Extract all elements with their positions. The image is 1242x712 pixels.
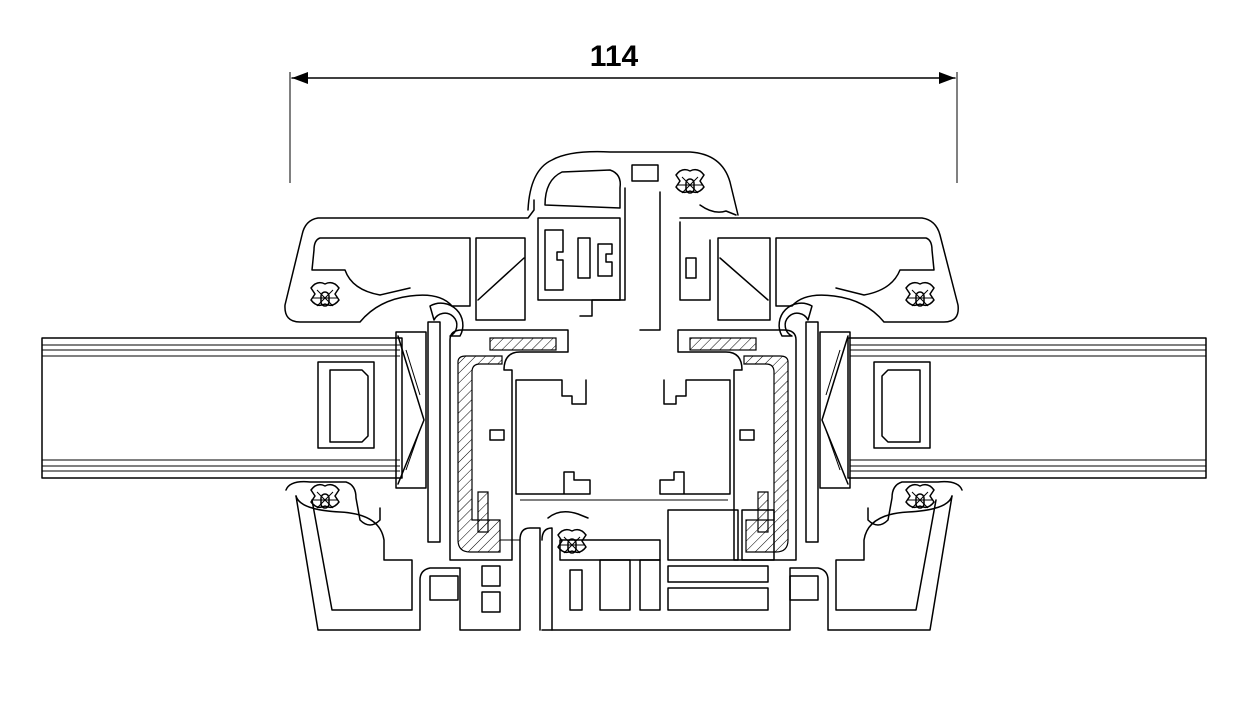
reinforcement-left bbox=[449, 329, 569, 561]
glazing-wedge-right bbox=[805, 321, 851, 543]
lower-right-profile bbox=[541, 480, 963, 631]
central-chamber bbox=[489, 379, 755, 501]
dimension-arrow-left bbox=[292, 72, 308, 84]
central-mullion-bottom bbox=[541, 509, 775, 631]
dimension-annotation: 114 bbox=[289, 40, 958, 183]
dimension-label: 114 bbox=[590, 40, 639, 73]
glazing-wedge-left bbox=[395, 321, 441, 543]
central-mullion-top bbox=[527, 150, 739, 331]
lower-left-profile bbox=[285, 480, 541, 631]
upper-left-profile bbox=[284, 199, 621, 337]
upper-right-profile bbox=[679, 217, 959, 337]
dimension-arrow-right bbox=[939, 72, 955, 84]
reinforcement-right bbox=[677, 329, 797, 561]
glass-pane-right bbox=[847, 337, 1207, 479]
glass-pane-left bbox=[41, 337, 403, 479]
